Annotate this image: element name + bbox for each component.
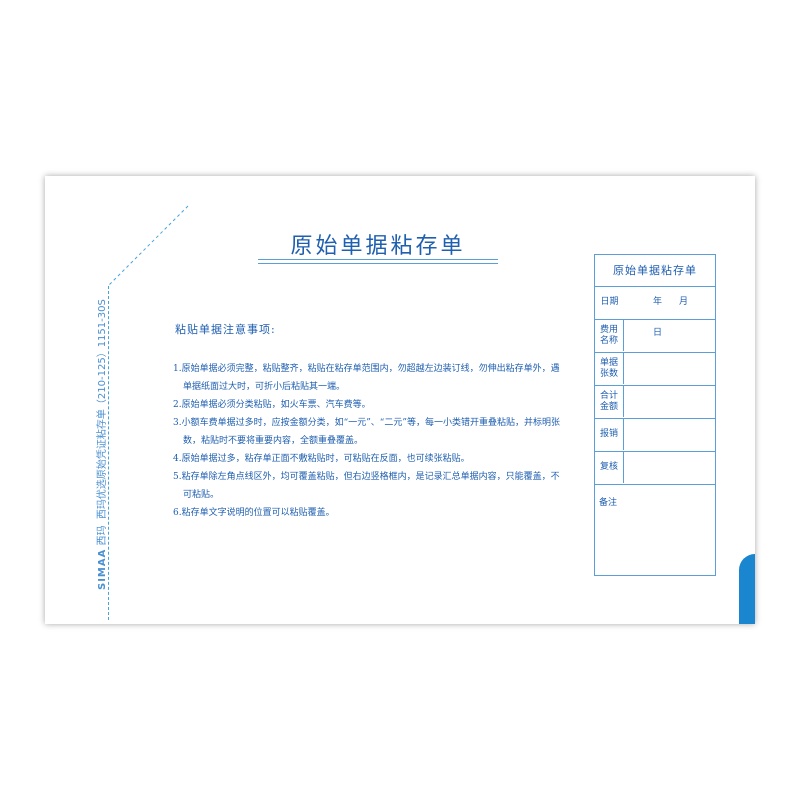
- date-parts: 年月日: [653, 297, 689, 338]
- notice-heading: 粘贴单据注意事项:: [175, 323, 276, 336]
- notice-item: 5.粘存单除左角点线区外，均可覆盖粘贴，但右边竖格框内，是记录汇总单据内容，只能…: [173, 472, 560, 500]
- row-label: 复核: [595, 452, 624, 483]
- binding-line: [108, 286, 109, 620]
- notice-item: 2.原始单据必须分类粘贴，如火车票、汽车费等。: [173, 400, 371, 410]
- notice-item: 1.原始单据必须完整，粘贴整齐，粘贴在粘存单范围内，勿超越左边装订线，勿伸出粘存…: [173, 364, 560, 392]
- brand-cn: 西玛: [97, 525, 108, 546]
- review-row[interactable]: 复核: [595, 452, 715, 485]
- product-code: 西玛优选原始凭证粘存单（210-125）1151-30S: [97, 299, 108, 520]
- date-label: 日期: [600, 297, 619, 307]
- spine-text: SIMAA 西玛 西玛优选原始凭证粘存单（210-125）1151-30S: [96, 290, 110, 590]
- document-sheet: [45, 176, 755, 624]
- remark-field[interactable]: 备注: [599, 498, 618, 508]
- notice-item: 6.粘存单文字说明的位置可以粘贴覆盖。: [173, 508, 335, 518]
- brand-logo: SIMAA: [97, 548, 108, 590]
- corner-dashed-line: [107, 205, 189, 287]
- page-title: 原始单据粘存单: [290, 234, 466, 259]
- date-row[interactable]: 日期 年月日: [595, 287, 715, 338]
- notice-list: 1.原始单据必须完整，粘贴整齐，粘贴在粘存单范围内，勿超越左边装订线，勿伸出粘存…: [173, 360, 568, 522]
- summary-form: 原始单据粘存单 日期 年月日 费用名称 单据张数 合计金额 报销 复核 备注: [594, 254, 716, 576]
- reimburse-row[interactable]: 报销: [595, 419, 715, 452]
- total-amount-row[interactable]: 合计金额: [595, 386, 715, 419]
- edge-tab: [739, 554, 755, 624]
- row-label: 报销: [595, 419, 624, 450]
- notice-item: 3.小额车费单据过多时，应按金额分类，如“一元”、“二元”等，每一小类错开重叠粘…: [173, 418, 560, 446]
- row-label: 费用名称: [595, 320, 624, 351]
- row-label: 单据张数: [595, 353, 624, 384]
- expense-name-row[interactable]: 费用名称: [595, 320, 715, 353]
- notice-item: 4.原始单据过多，粘存单正面不敷粘贴时，可粘贴在反面，也可续张粘贴。: [173, 454, 470, 464]
- title-underline: [258, 259, 498, 267]
- form-title: 原始单据粘存单: [595, 255, 715, 287]
- row-label: 合计金额: [595, 386, 624, 417]
- receipt-count-row[interactable]: 单据张数: [595, 353, 715, 386]
